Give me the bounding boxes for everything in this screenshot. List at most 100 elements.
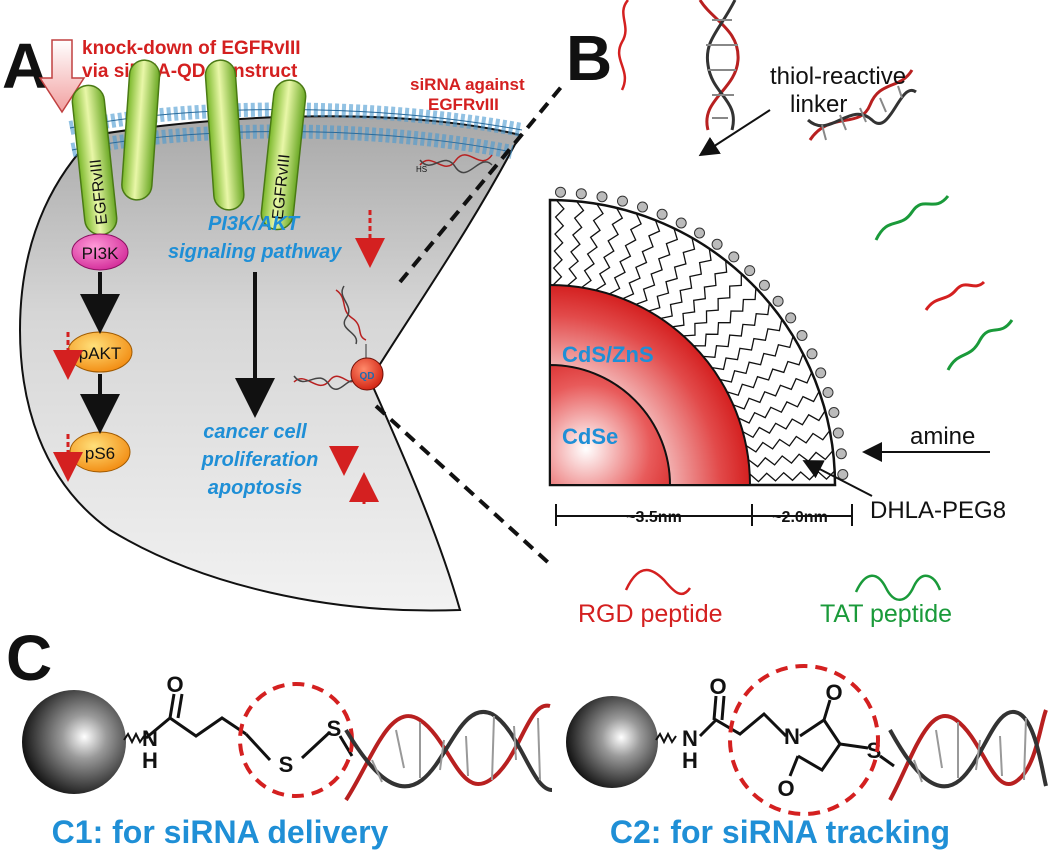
rgd-legend-label: RGD peptide (578, 600, 723, 628)
amine-terminus (596, 191, 608, 203)
amine-terminus (758, 279, 770, 291)
egfr-label-2: EGFRvIII (270, 153, 294, 220)
zoom-line-upper (398, 84, 564, 284)
c2-nanoparticle (566, 696, 658, 788)
c2-atom-o1: O (709, 674, 726, 699)
amine-terminus (796, 330, 808, 341)
pakt-label: pAKT (79, 344, 122, 363)
c2-atom-n2: N (784, 724, 800, 749)
dna-strand-right (806, 69, 917, 141)
c2-dna (888, 709, 1048, 801)
tat-legend-swatch (854, 574, 942, 601)
dhla-arrow (802, 460, 873, 497)
c1-dna (344, 703, 553, 802)
thiol-label-2: linker (790, 91, 847, 118)
amine-terminus (694, 227, 705, 239)
ligand-chain (719, 335, 794, 383)
hs-tag: HS (416, 165, 427, 174)
scale-bar (555, 504, 853, 526)
c1-caption: C1: for siRNA delivery (52, 814, 389, 850)
scale-core-label: ~3.5nm (626, 509, 682, 526)
outcome-label-3: apoptosis (208, 477, 302, 499)
pi3k-label: PI3K (82, 244, 120, 263)
ps6-label: pS6 (85, 444, 115, 463)
ligand-chain (595, 207, 624, 291)
sirna-qd-construct: QD (293, 344, 384, 391)
amine-terminus (617, 195, 628, 207)
ligand-chain (672, 260, 728, 328)
amine-terminus (637, 201, 648, 213)
amine-terminus (835, 448, 847, 460)
core-label: CdSe (562, 424, 618, 449)
c2-maleimide-highlight (728, 664, 880, 816)
ligand-chain (660, 248, 712, 320)
c2-atom-h: H (682, 748, 698, 773)
dhla-label: DHLA-PEG8 (870, 497, 1006, 524)
ligand-chain (711, 319, 783, 371)
amine-terminus (575, 188, 587, 200)
amine-terminus (785, 312, 797, 324)
panel-label-c: C (6, 622, 52, 694)
c2-atom-n1: N (682, 726, 698, 751)
ligand-chain (609, 213, 642, 295)
panel-label-a: A (2, 30, 48, 102)
ligand-chain (748, 450, 834, 468)
qd-tag: QD (360, 371, 375, 382)
c2-structure (698, 695, 895, 777)
ligand-chain (726, 353, 804, 396)
thiol-label-1: thiol-reactive (770, 63, 906, 90)
sirna-fragment-free (335, 285, 367, 345)
amine-terminus (656, 208, 668, 220)
c1-atom-s1: S (279, 752, 294, 777)
c1-atom-s2: S (327, 716, 342, 741)
amine-terminus (744, 265, 756, 277)
qd-dot (350, 357, 384, 391)
amine-terminus (828, 407, 840, 418)
amine-terminus (822, 387, 834, 398)
c1-atom-o: O (166, 672, 183, 697)
pathway-label-1: PI3K/AKT (208, 213, 301, 235)
c2-atom-o2: O (825, 680, 842, 705)
ligand-chain (745, 430, 831, 453)
egfr-receptor-pair-2: EGFRvIII (204, 59, 307, 231)
tat-peptide-lower (946, 319, 1014, 371)
c1-attachment-bond (123, 731, 145, 745)
sirna-label-2: EGFRvIII (428, 95, 499, 114)
knockdown-label-2: via siRNA-QD construct (82, 61, 298, 82)
tat-peptide-upper (874, 195, 950, 241)
pi3k-node (71, 233, 129, 271)
c1-nanoparticle (22, 690, 126, 794)
dna-strand-upper (698, 0, 740, 131)
egfr-receptor-pair-1: EGFRvIII (71, 59, 161, 236)
panel-label-b: B (566, 22, 612, 94)
c1-atom-h: H (142, 748, 158, 773)
ligand-chain (635, 228, 679, 306)
amine-terminus (815, 367, 827, 379)
amine-terminus (806, 348, 818, 360)
ligand-layer (552, 186, 849, 483)
knockdown-label-1: knock-down of EGFRvIII (82, 38, 301, 59)
amine-terminus (832, 427, 844, 439)
c1-atom-n: N (142, 726, 158, 751)
rgd-legend-swatch (624, 568, 692, 596)
rgd-peptide-top (617, 0, 630, 91)
amine-terminus (711, 238, 723, 250)
amine-terminus (555, 186, 566, 198)
ligand-chain (738, 390, 820, 424)
c2-atom-o3: O (777, 776, 794, 801)
amine-label: amine (910, 423, 975, 450)
amine-terminus (728, 251, 740, 263)
tat-legend-label: TAT peptide (820, 600, 952, 628)
amine-terminus (837, 469, 849, 480)
ligand-chain (683, 273, 742, 337)
outcome-label-2: proliferation (201, 449, 319, 471)
ligand-chain (732, 371, 813, 410)
quantum-dot-cross-section (548, 198, 837, 487)
sirna-label-1: siRNA against (410, 75, 525, 94)
ligand-chain (622, 219, 661, 300)
c2-attachment-bond (655, 731, 677, 745)
c2-caption: C2: for siRNA tracking (610, 814, 950, 850)
egfr-label-1: EGFRvIII (87, 158, 111, 225)
ligand-chain (581, 203, 604, 289)
